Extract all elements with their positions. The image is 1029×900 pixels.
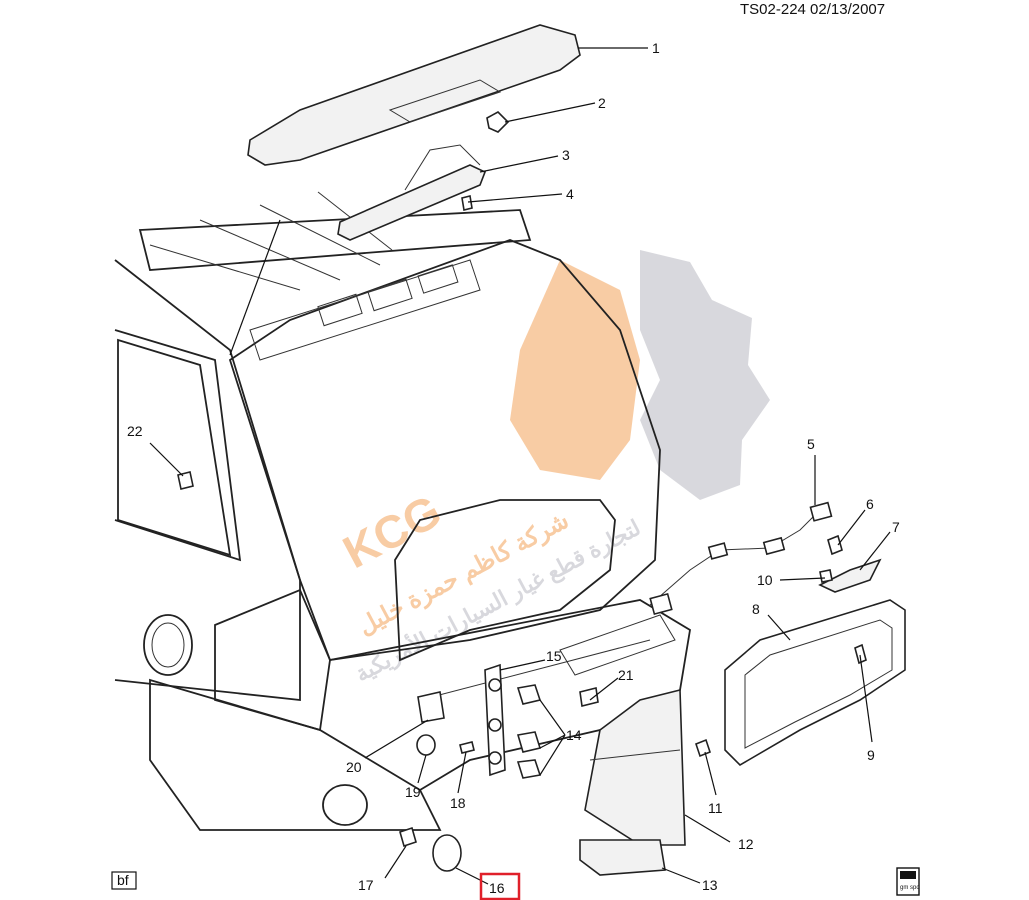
part-6-bolt [827,534,843,556]
part-18-pin [459,741,475,754]
callout-18: 18 [450,795,466,811]
callout-13: 13 [702,877,718,893]
part-13-lower-lamp [579,839,666,876]
gm-spo-icon-text: gm spo [900,885,920,891]
callout-14: 14 [566,727,582,743]
callout-labels: 1 2 3 4 5 6 7 8 9 10 11 12 13 14 15 16 1… [127,40,900,896]
part-16-cap [432,834,462,872]
callout-1: 1 [652,40,660,56]
part-19-grommet [416,734,436,756]
part-10-nut [819,569,833,583]
part-1-spoiler [247,24,581,166]
callout-19: 19 [405,784,421,800]
diagram-reference: TS02-224 02/13/2007 [740,1,885,18]
callout-12: 12 [738,836,754,852]
callout-2: 2 [598,95,606,111]
watermark-gear-icon [640,250,770,500]
callout-20: 20 [346,759,362,775]
callout-16: 16 [489,880,505,896]
callout-10: 10 [757,572,773,588]
callout-3: 3 [562,147,570,163]
gm-spo-icon: gm spo [896,867,920,896]
part-12-tail-lamp [584,688,686,846]
part-3-high-mount-lamp [337,164,487,241]
part-14-bulbs [516,684,542,779]
callout-5: 5 [807,436,815,452]
part-20-bracket [417,691,445,723]
part-22-fastener [177,471,194,490]
part-5-harness [649,509,821,606]
callout-17: 17 [358,877,374,893]
part-7-bracket [818,558,882,593]
leader-lines [149,47,891,885]
watermark-brand: KCG [335,484,450,578]
part-4-screw [461,195,473,211]
callout-15: 15 [546,648,562,664]
part-17-plug [399,826,417,848]
callout-22: 22 [127,423,143,439]
part-9-fastener [854,643,867,665]
watermark-flame-icon [510,260,640,480]
footer-left-tag: bf [111,871,137,890]
part-21-clip [579,687,599,707]
callout-4: 4 [566,186,574,202]
part-8-applique [724,599,906,767]
callout-6: 6 [866,496,874,512]
callout-21: 21 [618,667,634,683]
callout-11: 11 [708,800,723,816]
callout-7: 7 [892,519,900,535]
callout-9: 9 [867,747,875,763]
footer-left-tag-text: bf [117,872,129,888]
part-2-clip [486,111,510,133]
part-11-screw [695,738,711,758]
callout-8: 8 [752,601,760,617]
vehicle-rear-body [114,191,691,831]
highlight-box-16 [479,872,521,900]
